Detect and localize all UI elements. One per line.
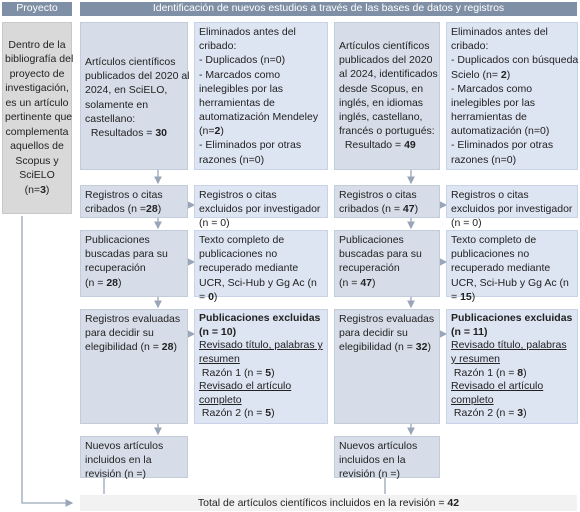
scopus-not-retrieved-box: Texto completo de publicaciones no recup… xyxy=(446,230,578,303)
scopus-reason2-title: Revisado el artículo completo xyxy=(451,380,544,406)
scielo-identified-line: 2024, en SciELO, xyxy=(85,84,168,97)
scopus-removed-line: herramientas de xyxy=(451,111,527,124)
scopus-included-text: Nuevos artículos incluidos en la revisió… xyxy=(339,440,418,481)
scopus-identified-line: al 2024, identificados xyxy=(339,68,438,81)
scopus-removed-line: razones (n=0) xyxy=(451,153,517,166)
project-count: (n=3) xyxy=(24,183,50,196)
total-value: 42 xyxy=(447,497,460,509)
scielo-removed-line: cribado: xyxy=(199,40,237,53)
scielo-removed-line: Eliminados antes del xyxy=(199,26,296,38)
scielo-removed-line: - Eliminados por otras xyxy=(199,139,302,152)
scielo-reason1: Razón 1 (n = 5) xyxy=(201,366,275,379)
scopus-screened-text: Registros o citas cribados (n = 47) xyxy=(339,189,419,216)
project-line: pertinente que xyxy=(5,111,73,124)
scielo-identified-line: castellano: xyxy=(85,112,136,125)
scopus-excluded-pubs-box: Publicaciones excluidas (n = 11) Revisad… xyxy=(446,309,578,424)
project-line: bibliografía del xyxy=(5,53,74,66)
scielo-reason1-title: Revisado título, palabras y resumen xyxy=(199,339,323,365)
scielo-assessed-box: Registros evaluadas para decidir su eleg… xyxy=(80,309,188,424)
scopus-sought-text: Publicaciones buscadas para su recuperac… xyxy=(339,234,422,275)
scielo-screened-box: Registros o citas cribados (n =28) xyxy=(80,185,188,218)
scopus-removed-line: - Marcados como xyxy=(451,82,533,95)
scopus-reason1: Razón 1 (n = 8) xyxy=(453,366,527,379)
scopus-removed-line: inelegibles por las xyxy=(451,96,536,109)
scopus-removed-line: automatización (n=0) xyxy=(451,125,550,138)
scielo-screened-text: Registros o citas cribados (n =28) xyxy=(85,189,163,216)
scopus-assessed-box: Registros evaluadas para decidir su eleg… xyxy=(334,309,440,424)
scielo-identified-line: Artículos científicos xyxy=(85,56,176,68)
project-line: es un artículo xyxy=(5,96,69,109)
scielo-removed-line: (n=2) xyxy=(199,125,224,138)
scopus-sought-count: (n = 47) xyxy=(339,276,376,289)
scielo-included-box: Nuevos artículos incluidos en la revisió… xyxy=(80,436,188,480)
scielo-identified-box: Artículos científicos publicados del 202… xyxy=(80,22,190,170)
scielo-excluded-box: Registros o citas excluidos por investig… xyxy=(194,185,328,229)
scopus-identified-line: desde Scopus, en xyxy=(339,82,424,95)
project-line: SciELO xyxy=(19,169,55,182)
scopus-sought-box: Publicaciones buscadas para su recuperac… xyxy=(334,230,440,297)
scielo-sought-box: Publicaciones buscadas para su recuperac… xyxy=(80,230,188,297)
total-box: Total de artículos científicos incluidos… xyxy=(80,495,577,511)
scielo-excluded-pubs-box: Publicaciones excluidas (n = 10) Revisad… xyxy=(194,309,328,424)
scopus-identified-line: inglés, castellano, xyxy=(339,110,423,123)
scopus-removed-line: - Eliminados por otras xyxy=(451,139,554,152)
scielo-removed-line: inelegibles por las xyxy=(199,82,284,95)
scielo-identified-line: publicados del 2020 al xyxy=(85,70,190,83)
scielo-sought-text: Publicaciones buscadas para su recuperac… xyxy=(85,234,168,275)
scielo-sought-count: (n = 28) xyxy=(85,276,122,289)
scielo-assessed-text: Registros evaluadas para decidir su eleg… xyxy=(85,313,181,354)
project-line: Dentro de la xyxy=(8,39,66,51)
identification-header: Identificación de nuevos estudios a trav… xyxy=(80,2,577,16)
project-line: proyecto de xyxy=(9,67,65,80)
scielo-reason2: Razón 2 (n = 5) xyxy=(201,407,275,420)
scopus-identified-line: publicados del 2020 xyxy=(339,54,433,67)
scopus-identified-line: francés o portugués: xyxy=(339,125,435,138)
scielo-removed-box: Eliminados antes del cribado: - Duplicad… xyxy=(194,22,328,170)
scielo-removed-line: herramientas de xyxy=(199,96,275,109)
scielo-identified-result: Resultados = 30 xyxy=(90,126,168,139)
scopus-identified-result: Resultado = 49 xyxy=(344,139,416,152)
scielo-reason2-title: Revisado el artículo completo xyxy=(199,380,292,406)
scopus-assessed-text: Registros evaluadas para decidir su eleg… xyxy=(339,313,435,354)
scopus-screened-box: Registros o citas cribados (n = 47) xyxy=(334,185,440,218)
project-line: complementa xyxy=(5,125,69,138)
scielo-removed-line: - Duplicados (n=0) xyxy=(199,54,286,67)
scopus-included-box: Nuevos artículos incluidos en la revisió… xyxy=(334,436,440,480)
scopus-removed-line: - Duplicados con búsqueda xyxy=(451,54,579,67)
scielo-excluded-text: Registros o citas excluidos por investig… xyxy=(199,189,321,230)
scielo-identified-line: solamente en xyxy=(85,98,149,111)
scopus-identified-line: inglés, en idiomas xyxy=(339,96,424,109)
project-line: investigación, xyxy=(5,82,69,95)
scielo-removed-line: razones (n=0) xyxy=(199,153,265,166)
scopus-removed-line: Eliminados antes del xyxy=(451,26,548,38)
project-header: Proyecto xyxy=(2,2,72,16)
scopus-not-retrieved-text: Texto completo de publicaciones no recup… xyxy=(451,234,569,303)
scopus-excluded-box: Registros o citas excluidos por investig… xyxy=(446,185,578,229)
scopus-removed-line: cribado: xyxy=(451,40,489,53)
scielo-excluded-pubs-title: Publicaciones excluidas (n = 10) xyxy=(199,312,321,338)
scopus-removed-line: Scielo (n= 2) xyxy=(451,68,511,81)
total-label: Total de artículos científicos incluidos… xyxy=(197,497,448,509)
scielo-removed-line: - Marcados como xyxy=(199,68,281,81)
scopus-removed-box: Eliminados antes del cribado: - Duplicad… xyxy=(446,22,578,170)
project-line: aquellos de xyxy=(10,140,64,153)
project-line: Scopus y xyxy=(15,154,59,167)
scopus-identified-line: Artículos científicos xyxy=(339,40,430,52)
scopus-excluded-pubs-title: Publicaciones excluidas (n = 11) xyxy=(451,312,573,338)
scielo-included-text: Nuevos artículos incluidos en la revisió… xyxy=(85,440,164,481)
project-box: Dentro de la bibliografía del proyecto d… xyxy=(2,22,74,214)
scielo-not-retrieved-box: Texto completo de publicaciones no recup… xyxy=(194,230,328,303)
scopus-excluded-text: Registros o citas excluidos por investig… xyxy=(451,189,573,230)
scielo-not-retrieved-text: Texto completo de publicaciones no recup… xyxy=(199,234,317,303)
scopus-reason2: Razón 2 (n = 3) xyxy=(453,407,527,420)
scielo-removed-line: automatización Mendeley xyxy=(199,111,319,124)
scopus-identified-box: Artículos científicos publicados del 202… xyxy=(334,22,440,170)
scopus-reason1-title: Revisado título, palabras y resumen xyxy=(451,339,567,365)
